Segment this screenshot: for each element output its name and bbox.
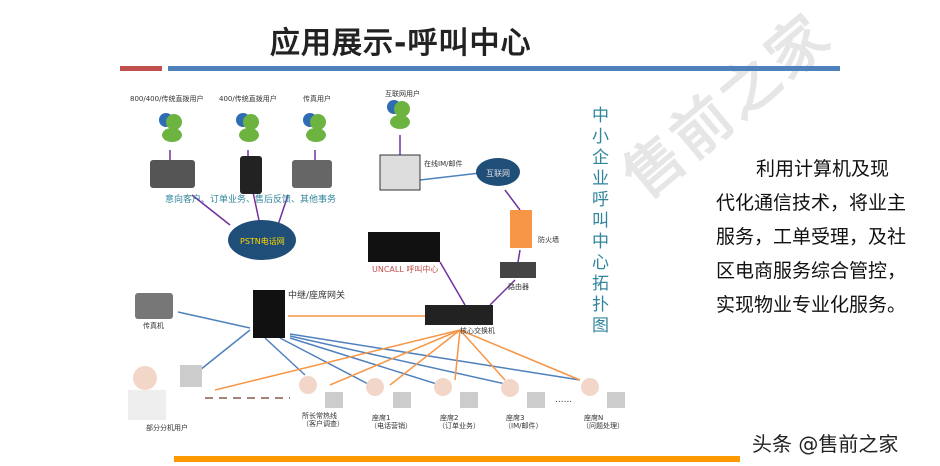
gateway-label: 中继/座席网关 xyxy=(288,289,345,301)
services-label: 意向客户、订单业务、售后反馈、其他事务 xyxy=(165,193,336,205)
firewall-icon xyxy=(510,210,532,248)
user-label: 互联网用户 xyxy=(385,89,420,98)
agent-name: 座席1 xyxy=(372,413,390,422)
description-text: 利用计算机及现代化通信技术，将业主服务，工单受理，及社区电商服务综合管控，实现物… xyxy=(716,158,907,316)
agent-name: 座席3 xyxy=(506,413,524,422)
agent-role: （客户调查） xyxy=(302,419,344,428)
fax-machine-icon xyxy=(135,293,173,319)
title-accent-red xyxy=(120,66,162,71)
agent-name: 座席2 xyxy=(440,413,458,422)
computer-icon xyxy=(379,154,421,191)
fax-machine-label: 传真机 xyxy=(143,321,164,330)
callcenter-server-icon xyxy=(368,232,440,262)
agent-name: 座席N xyxy=(584,413,603,422)
router-icon xyxy=(500,262,536,278)
user-icons xyxy=(159,100,410,142)
page-title: 应用展示-呼叫中心 xyxy=(270,26,532,61)
user-group-icon xyxy=(387,100,410,129)
agent-name: 所长常热线 xyxy=(302,411,337,420)
fax-icon xyxy=(292,160,332,188)
firewall-label: 防火墙 xyxy=(538,235,559,244)
gateway-icon xyxy=(253,290,285,338)
switch-label: 核心交换机 xyxy=(460,326,495,335)
bottom-accent-bar xyxy=(174,456,740,462)
agent-role: （IM/邮件） xyxy=(504,421,542,430)
pstn-cloud-icon xyxy=(228,220,296,260)
callcenter-label: UNCALL 呼叫中心 xyxy=(372,264,438,274)
agent-role: （电话营销） xyxy=(370,421,412,430)
extension-users-label: 部分分机用户 xyxy=(146,423,188,432)
router-label: 路由器 xyxy=(508,282,529,291)
im-label: 在线IM/邮件 xyxy=(424,159,462,168)
internet-label: 互联网 xyxy=(486,169,510,178)
mobile-phone-icon xyxy=(240,156,262,194)
internet-cloud-icon xyxy=(476,158,520,186)
diagram-vertical-title: 中小企业呼叫中心拓扑图 xyxy=(592,106,609,336)
footer-credit: 头条 @售前之家 xyxy=(752,432,899,456)
ellipsis: ...... xyxy=(555,395,572,405)
user-label: 400/传统直拨用户 xyxy=(219,94,277,103)
title-accent-blue xyxy=(168,66,840,71)
pstn-label: PSTN电话网 xyxy=(240,236,285,246)
agent-role: （订单业务） xyxy=(438,421,480,430)
agent-icons xyxy=(128,366,599,420)
user-group-icon xyxy=(236,113,259,142)
user-label: 传真用户 xyxy=(303,94,331,103)
core-switch-icon xyxy=(425,305,493,325)
user-group-icon xyxy=(159,113,182,142)
agent-role: （问题处理） xyxy=(582,421,624,430)
agent-labels: 所长常热线 （客户调查） 座席1 （电话营销） 座席2 （订单业务） 座席3 （… xyxy=(302,411,624,430)
user-group-icon xyxy=(303,113,326,142)
video-phone-icon xyxy=(150,160,195,188)
user-label: 800/400/传统直拨用户 xyxy=(130,94,203,103)
